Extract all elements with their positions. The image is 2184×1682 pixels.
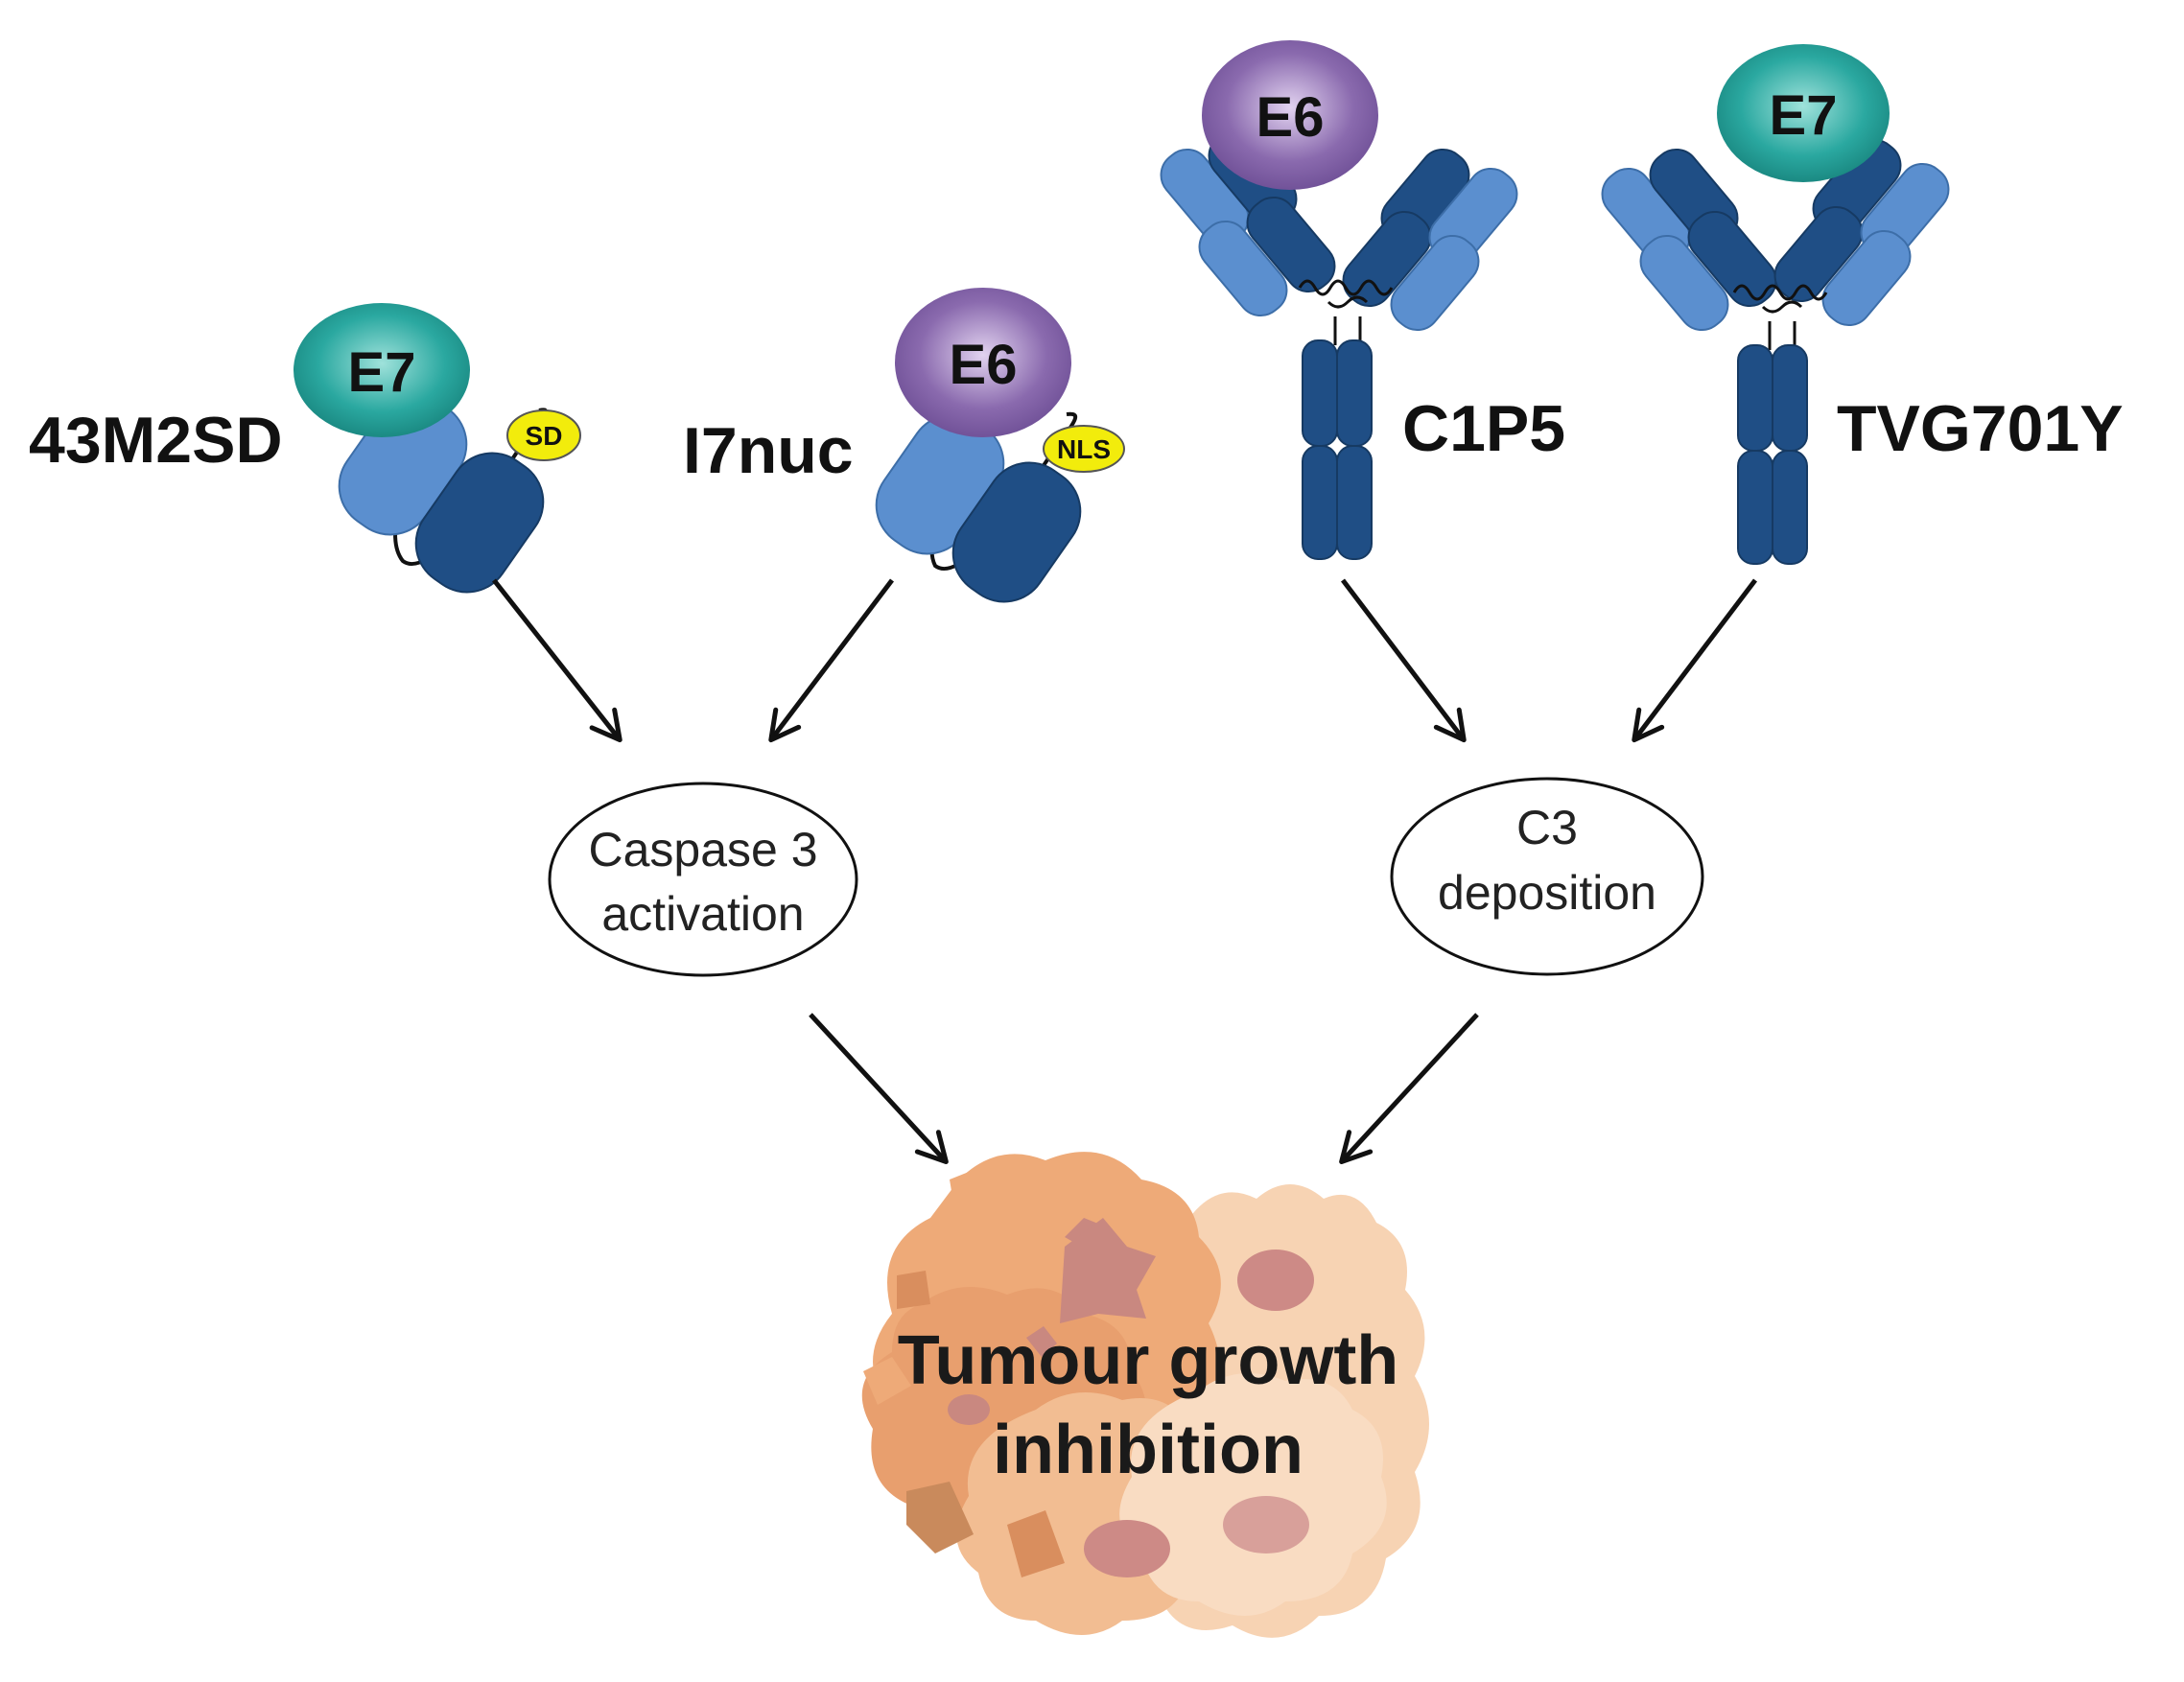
light-chain-lower-left: [1198, 220, 1288, 317]
vh-domain: [414, 452, 545, 594]
antibody-name-TVG701Y: TVG701Y: [1837, 392, 2124, 465]
tumour-cell-front-right: [1119, 1373, 1387, 1616]
arrow-43M2SD-to-caspase: [492, 578, 622, 743]
fc-chain-right-lower: [1336, 445, 1373, 560]
nls-tag: [1043, 425, 1125, 473]
arrow-c3-to-tumour: [1339, 1013, 1479, 1164]
light-chain-lower-left: [1639, 234, 1729, 332]
fc-chain-right-upper: [1336, 339, 1373, 447]
e7-antigen: [294, 303, 470, 437]
tumour-illustration: [861, 1152, 1429, 1638]
antibody-TVG701Y: E7: [1601, 44, 1950, 565]
nls-tag-label: NLS: [1057, 434, 1111, 464]
e7-antigen-label: E7: [1770, 84, 1838, 147]
outcome-line-1: Tumour growth: [898, 1322, 1399, 1399]
node-line-2: deposition: [1438, 866, 1656, 920]
tumour-fragment: [863, 1357, 911, 1405]
node-outline: [548, 782, 858, 977]
intrabody-name-43M2SD: 43M2SD: [29, 404, 283, 477]
outcome-line-2: inhibition: [993, 1412, 1303, 1488]
node-caspase-3-activation: Caspase 3 activation: [548, 782, 858, 977]
intrabody-name-I7nuc: I7nuc: [683, 414, 854, 487]
fc-chain-right-lower: [1772, 450, 1808, 565]
fc-chain-left-lower: [1737, 450, 1773, 565]
arrow-C1P5-to-c3: [1341, 578, 1467, 743]
heavy-chain-lower-left: [1246, 196, 1336, 293]
light-chain-lower-right: [1821, 229, 1912, 327]
heavy-chain-lower-left: [1687, 210, 1777, 308]
nucleus: [1223, 1496, 1309, 1554]
antibody-C1P5: E6: [1160, 40, 1518, 560]
tumour-fragment: [1007, 1510, 1065, 1577]
nucleus: [948, 1394, 990, 1425]
arrow-I7nuc-to-caspase: [768, 578, 894, 743]
arrow-TVG701Y-to-c3: [1632, 578, 1757, 743]
e6-antigen-label: E6: [1256, 86, 1325, 149]
heavy-chain-lower-right: [1773, 205, 1864, 303]
fc-chain-left-upper: [1737, 344, 1773, 452]
tumour-fragment: [906, 1482, 974, 1554]
node-line-1: C3: [1516, 801, 1578, 854]
node-outline: [1390, 777, 1704, 976]
hinge-region: [1732, 284, 1828, 350]
fc-chain-left-lower: [1302, 445, 1338, 560]
node-line-1: Caspase 3: [588, 823, 817, 876]
fc-chain-left-upper: [1302, 339, 1338, 447]
intrabody-43M2SD: E7 SD: [294, 303, 581, 594]
tumour-fragment: [897, 1271, 930, 1309]
e6-antigen: [895, 288, 1071, 437]
nucleus: [1084, 1520, 1170, 1577]
e7-antigen-label: E7: [348, 341, 416, 404]
sd-tag-label: SD: [526, 421, 563, 451]
vh-domain: [951, 461, 1082, 603]
arrow-caspase-to-tumour: [809, 1013, 949, 1164]
node-line-2: activation: [601, 887, 804, 941]
nucleus: [1237, 1250, 1314, 1311]
node-c3-deposition: C3 deposition: [1390, 777, 1704, 976]
fc-chain-right-upper: [1772, 344, 1808, 452]
tumour-fragment: [1026, 1326, 1057, 1357]
light-chain-lower-right: [1390, 234, 1480, 332]
hinge-region: [1298, 279, 1394, 345]
antibody-name-C1P5: C1P5: [1402, 392, 1565, 465]
intrabody-I7nuc: E6 NLS: [875, 288, 1125, 603]
e6-antigen-label: E6: [950, 334, 1018, 396]
tumour-fragment: [950, 1170, 983, 1208]
sd-tag: [506, 409, 581, 461]
e7-antigen: [1717, 44, 1890, 182]
nucleus: [1060, 1218, 1156, 1323]
e6-antigen: [1202, 40, 1378, 190]
